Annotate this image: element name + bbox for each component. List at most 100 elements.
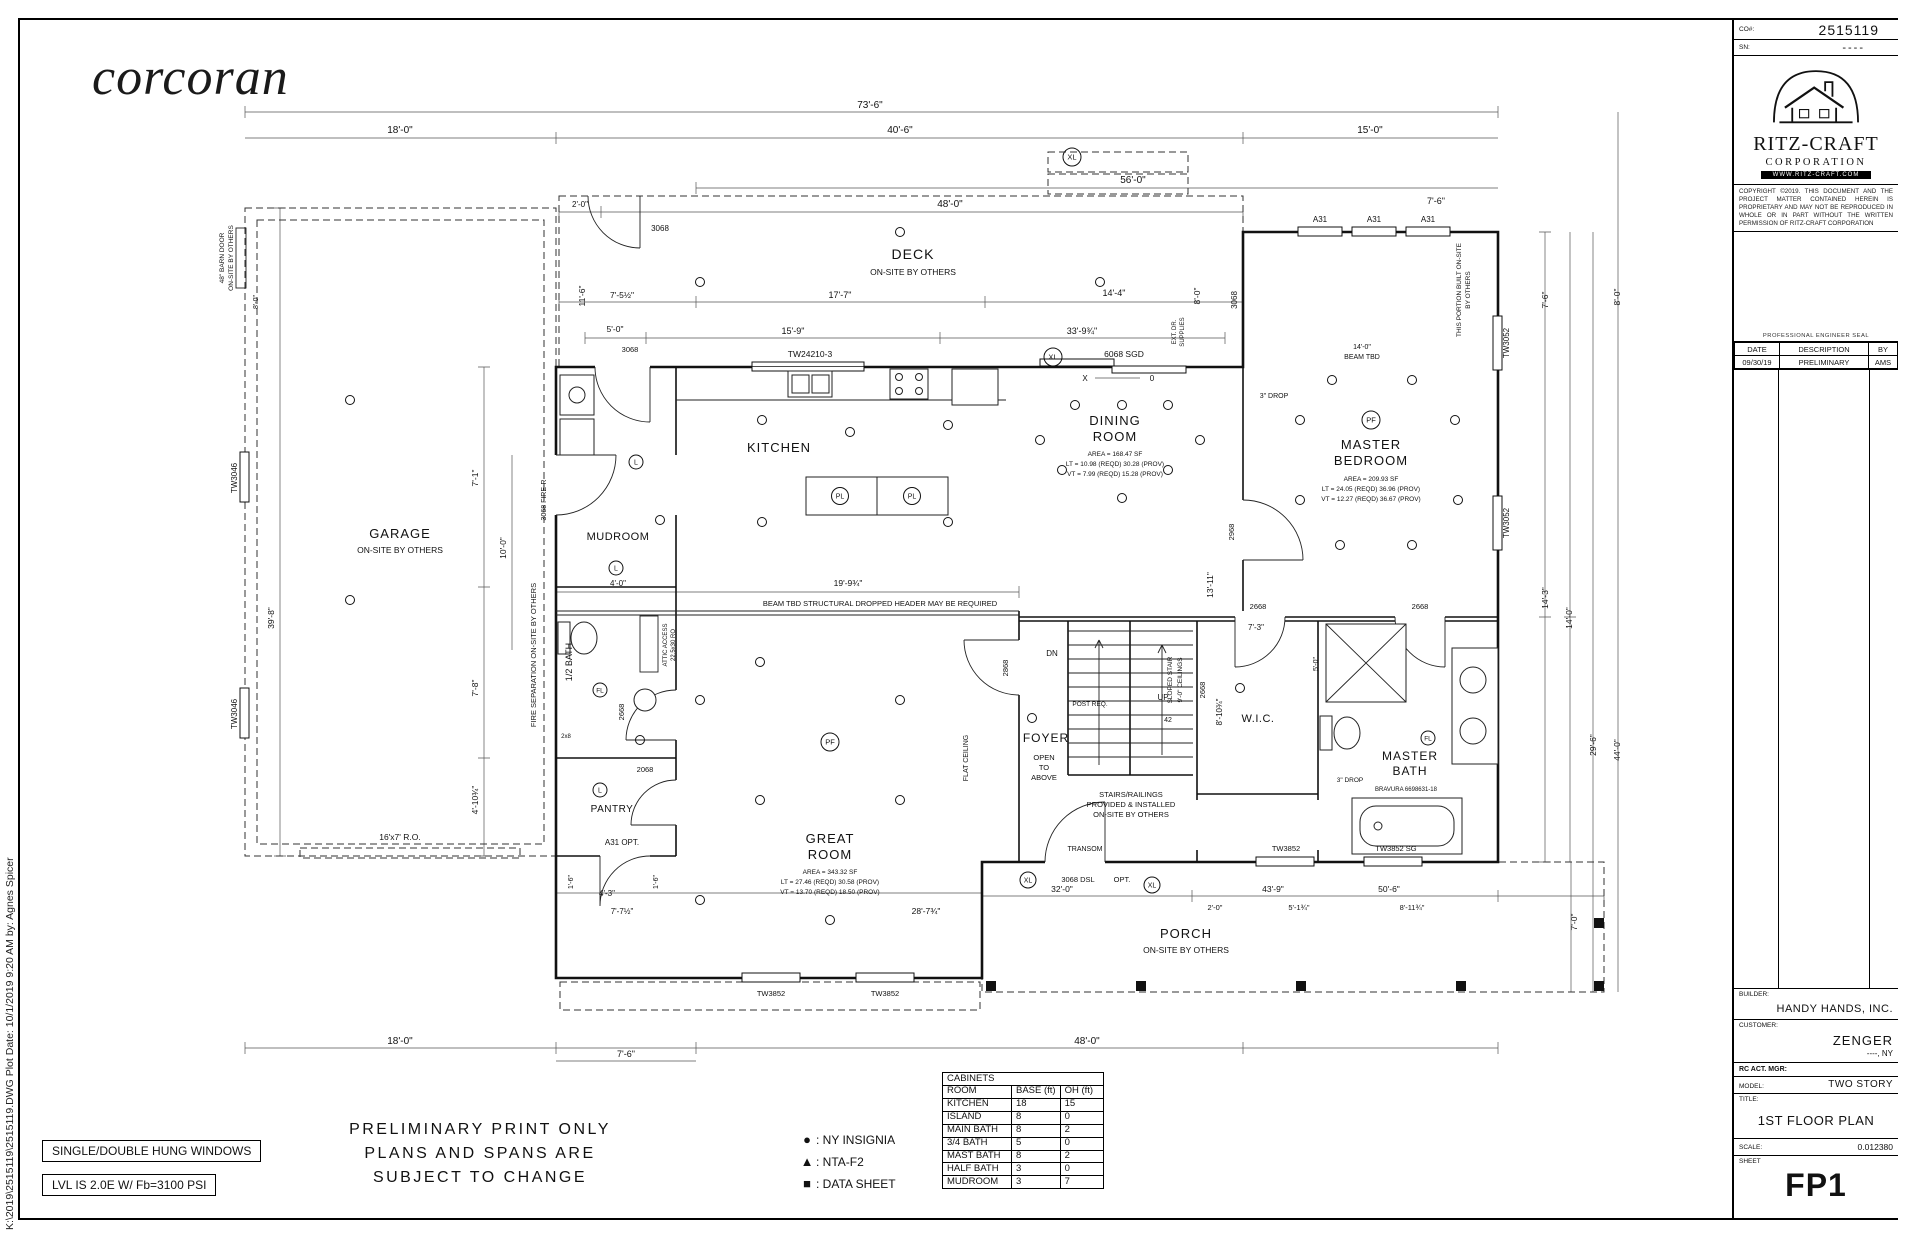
- plan-annotation: 43'-9": [1262, 884, 1284, 894]
- room-label-half-bath: 1/2 BATH: [564, 643, 574, 681]
- svg-text:48'-0": 48'-0": [937, 199, 963, 210]
- cabinets-header-cell: BASE (ft): [1011, 1084, 1061, 1099]
- plan-annotation: 2'-0": [572, 200, 588, 209]
- svg-text:4'-10¾": 4'-10¾": [470, 786, 480, 815]
- svg-text:7'-5½": 7'-5½": [610, 290, 634, 300]
- plan-annotation: 14'-3": [1540, 587, 1550, 609]
- svg-text:2068: 2068: [637, 765, 654, 774]
- plan-annotation: 29'-6": [1588, 734, 1598, 756]
- plan-annotation: LT = 10.98 (REQD) 30.28 (PROV): [1066, 461, 1164, 468]
- svg-text:L: L: [614, 565, 618, 572]
- title-block: CO#: 2515119 SN: ---- RITZ-CRAFT CORPORA…: [1732, 20, 1898, 1218]
- plan-annotation: 32'-0": [1051, 884, 1073, 894]
- plan-annotation: ON-SITE BY OTHERS: [1143, 945, 1229, 955]
- cabinets-header-cell: ROOM: [942, 1084, 1012, 1099]
- svg-text:7'-8": 7'-8": [470, 680, 480, 697]
- svg-text:16'x7' R.O.: 16'x7' R.O.: [379, 832, 421, 842]
- cabinets-cell: 7: [1059, 1175, 1104, 1190]
- svg-text:1/2 BATH: 1/2 BATH: [564, 643, 574, 681]
- svg-text:PANTRY: PANTRY: [591, 804, 634, 815]
- plan-annotation: XL: [1062, 147, 1082, 167]
- room-label-dining: DINING: [1089, 413, 1140, 428]
- svg-text:PL: PL: [908, 493, 917, 500]
- sn-label: SN:: [1739, 44, 1750, 51]
- svg-text:ATTIC ACCESS: ATTIC ACCESS: [663, 624, 669, 667]
- plan-annotation: AREA = 168.47 SF: [1088, 451, 1143, 458]
- svg-text:15'-0": 15'-0": [1357, 125, 1383, 136]
- plan-annotation: PF: [1361, 410, 1381, 430]
- cabinets-cell: 8: [1011, 1149, 1061, 1164]
- model-value: TWO STORY: [1828, 1079, 1893, 1090]
- plan-annotation: PF: [820, 732, 840, 752]
- electrical-symbol: [757, 415, 767, 425]
- plan-annotation: L: [608, 560, 624, 576]
- electrical-symbol: [695, 895, 705, 905]
- cabinets-cell: MUDROOM: [942, 1175, 1012, 1190]
- note-windows: SINGLE/DOUBLE HUNG WINDOWS: [42, 1140, 262, 1162]
- svg-text:EXT. DR.: EXT. DR.: [1172, 319, 1178, 344]
- cabinets-cell: 2: [1059, 1123, 1104, 1138]
- plan-annotation: 15'-9": [782, 326, 805, 336]
- svg-text:LT = 27.46 (REQD) 30.58 (PROV: LT = 27.46 (REQD) 30.58 (PROV): [781, 879, 879, 886]
- electrical-symbol: [345, 395, 355, 405]
- svg-text:AREA = 209.93 SF: AREA = 209.93 SF: [1344, 476, 1399, 483]
- svg-text:DN: DN: [1046, 649, 1058, 658]
- svg-text:TW3852: TW3852: [871, 989, 899, 998]
- svg-text:ON-SITE BY OTHERS: ON-SITE BY OTHERS: [870, 267, 956, 277]
- plan-annotation: FL: [592, 682, 608, 698]
- plan-annotation: 5'-1¾": [1288, 903, 1310, 912]
- master-bath-toilet: [1319, 715, 1333, 751]
- door-openings: [550, 361, 1445, 868]
- sheet-title-value: 1ST FLOOR PLAN: [1757, 1113, 1875, 1128]
- cabinets-cell: 5: [1011, 1136, 1061, 1151]
- plan-annotation: PL: [831, 487, 849, 505]
- svg-text:3" DROP: 3" DROP: [1260, 393, 1289, 400]
- plan-annotation: 18'-0": [387, 1036, 413, 1047]
- plan-annotation: 7'-3": [1248, 623, 1264, 632]
- electrical-symbol: [1095, 277, 1105, 287]
- plan-annotation: 3" DROP: [1337, 777, 1364, 784]
- plan-annotation: 6068 SGD: [1104, 349, 1144, 359]
- revision-cell: PRELIMINARY: [1779, 355, 1869, 370]
- svg-text:ROOM: ROOM: [1093, 429, 1137, 444]
- svg-text:VT = 7.99 (REQD) 15.28 (PROV): VT = 7.99 (REQD) 15.28 (PROV): [1067, 471, 1163, 478]
- svg-text:13'-11": 13'-11": [1205, 572, 1215, 598]
- plan-annotation: 40'-6": [887, 125, 913, 136]
- revision-header-cell: DATE: [1734, 342, 1780, 357]
- plan-annotation: 1'-6": [568, 875, 575, 889]
- svg-text:29'-6": 29'-6": [1588, 734, 1598, 756]
- svg-text:4'-3": 4'-3": [599, 889, 615, 898]
- electrical-symbol: [655, 515, 665, 525]
- garage-outline: [244, 207, 557, 859]
- svg-text:2668: 2668: [1412, 602, 1429, 611]
- svg-text:3068 DSL: 3068 DSL: [1061, 875, 1094, 884]
- electrical-symbol: [895, 795, 905, 805]
- svg-text:MASTER: MASTER: [1382, 749, 1438, 763]
- svg-text:39'-8": 39'-8": [266, 607, 276, 629]
- electrical-symbol: [1117, 400, 1127, 410]
- svg-text:10'-0": 10'-0": [498, 537, 508, 559]
- plan-annotation: 7'-1": [470, 470, 480, 487]
- plan-annotation: 13'-11": [1205, 572, 1215, 598]
- legend-symbol-icon: ●: [803, 1132, 811, 1147]
- svg-text:TRANSOM: TRANSOM: [1068, 846, 1103, 853]
- cabinets-cell: 3: [1011, 1175, 1061, 1190]
- svg-text:11'-6": 11'-6": [577, 285, 587, 306]
- electrical-symbol: [1117, 493, 1127, 503]
- svg-text:1'-6": 1'-6": [653, 875, 660, 889]
- plan-annotation: 7'-7½": [611, 907, 634, 916]
- svg-text:LT = 10.98 (REQD) 30.28 (PROV: LT = 10.98 (REQD) 30.28 (PROV): [1066, 461, 1164, 468]
- plan-annotation: VT = 7.99 (REQD) 15.28 (PROV): [1067, 471, 1163, 478]
- plan-annotation: 14'-0": [1564, 607, 1574, 629]
- svg-text:5'-1¾": 5'-1¾": [1288, 903, 1310, 912]
- cabinets-cell: KITCHEN: [942, 1097, 1012, 1112]
- plan-annotation: TO: [1039, 763, 1049, 772]
- preliminary-note: PRELIMINARY PRINT ONLY PLANS AND SPANS A…: [320, 1118, 640, 1190]
- electrical-symbol: [825, 915, 835, 925]
- plan-annotation: 16'x7' R.O.: [379, 832, 421, 842]
- svg-text:33'-9¾": 33'-9¾": [1067, 326, 1097, 336]
- svg-text:8'-0": 8'-0": [1612, 289, 1622, 306]
